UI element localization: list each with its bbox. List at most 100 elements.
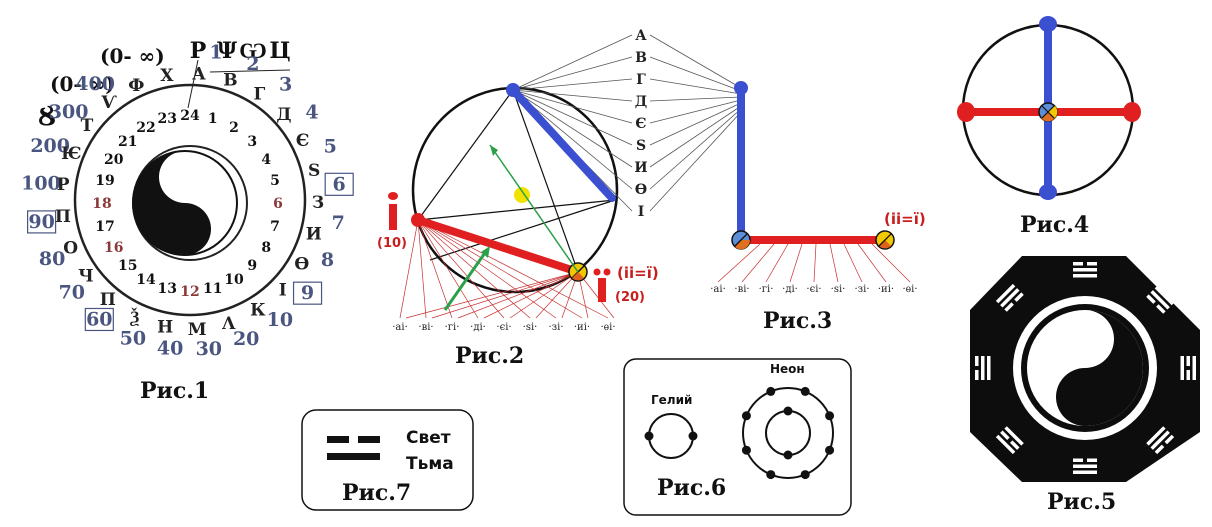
fig2-red-bar: [414, 216, 582, 276]
neon-inner-electron: [783, 406, 793, 416]
fig1-top-letter: Ц: [269, 38, 290, 64]
fig3-bottom-token: ·ві·: [734, 284, 749, 295]
fig3-bottom-tokens: ·аі··ві··гі··ді··єі··ѕі··зі··иі··ѳі·: [710, 284, 917, 295]
fig2-ray-line: [512, 89, 633, 102]
fig2-bottom-token: ·аі·: [392, 322, 408, 333]
trigram-line-segment: [1014, 292, 1024, 302]
fig1-inner-number: 18: [92, 196, 111, 212]
fig2-bottom-ray: [417, 219, 453, 319]
fig2-bottom-ray: [535, 271, 579, 319]
neon-outer-electron: [800, 386, 810, 396]
fig2-green-arrow-2: [443, 249, 489, 311]
fig1-outer-number: 40: [157, 338, 183, 360]
fig1-inner-number: 6: [273, 196, 283, 212]
fig2-bottom-ray: [417, 219, 583, 319]
fig2-right-i-mark: [593, 268, 611, 302]
trigram-line: [1004, 426, 1024, 446]
fig1-outer-number: 200: [30, 135, 70, 157]
fig2-ray-line: [512, 89, 633, 124]
fig1-outer-letter: Є: [296, 131, 310, 151]
trigram-line-segment: [1004, 302, 1014, 312]
fig1-top-letter: Ѡ: [239, 38, 267, 64]
fig7-broken-line-right: [358, 436, 380, 443]
fig1-outer-letter: Н: [157, 318, 173, 338]
fig3-bottom-ray: [789, 243, 803, 283]
neon-outer-electron: [825, 411, 835, 421]
fig4-caption: Рис.4: [1020, 212, 1089, 238]
fig4-red-node-left: [957, 102, 975, 122]
trigram-line: [981, 356, 985, 380]
fig1-inner-number: 14: [136, 272, 156, 288]
fig1-inner-number: 19: [95, 173, 114, 189]
fig1-inner-number: 9: [247, 258, 257, 274]
fig3-right-node: [875, 230, 895, 250]
trigram-icon: [995, 283, 1024, 312]
fig1-inner-number: 12: [180, 284, 199, 300]
trigram-icon: [1146, 285, 1175, 314]
trigram-icon: [1180, 356, 1196, 380]
fig2-right-label: (ii=ї): [617, 264, 659, 282]
figure-6: Гелий Неон Рис.6: [623, 358, 852, 516]
fig2-bottom-token: ·зі·: [548, 322, 563, 333]
trigram-icon: [1146, 426, 1175, 455]
fig1-outer-number: 5: [324, 136, 337, 158]
fig3-ray-line: [649, 56, 742, 92]
fig3-bottom-token: ·ѳі·: [902, 284, 917, 295]
trigram-line-segment: [975, 370, 979, 380]
fig1-inner-number: 1: [208, 111, 218, 127]
fig1-inner-number: 13: [157, 281, 176, 297]
trigram-line-segment: [1154, 444, 1165, 455]
fig1-outer-number: 6: [333, 173, 346, 195]
fig3-ray-line: [649, 108, 742, 190]
fig7-light-label: Свет: [406, 428, 451, 448]
fig1-outer-letter: Ι: [279, 280, 287, 300]
fig1-outer-number: 4: [305, 102, 318, 124]
fig3-blue-node: [734, 81, 748, 95]
trigram-line-segment: [1010, 440, 1020, 450]
trigram-line-segment: [975, 356, 979, 366]
fig1-inner-number: 20: [104, 152, 124, 168]
fig3-bottom-token: ·гі·: [759, 284, 774, 295]
fig1-outer-number: 50: [120, 328, 146, 350]
fig1-outer-letter: Т: [81, 116, 94, 136]
fig6-helium-electron: [644, 431, 654, 441]
fig2-bottom-token: ·єі·: [496, 322, 511, 333]
fig3-rays: [717, 243, 911, 283]
fig1-top-letter: Ρ: [190, 38, 207, 64]
neon-outer-electron: [741, 411, 751, 421]
fig4-red-node-right: [1123, 102, 1141, 122]
fig1-number-box: [292, 281, 323, 305]
fig3-bottom-token: ·аі·: [710, 284, 726, 295]
fig1-inner-number: 17: [95, 219, 114, 235]
fig4-center-node: [1038, 102, 1058, 122]
trigram-icon: [1073, 458, 1097, 474]
fig3-ray-line: [649, 102, 742, 146]
fig1-outer-number: 1: [209, 41, 222, 63]
trigram-line-segment: [1186, 356, 1190, 366]
fig1-infinity-2: (0- ∞): [50, 72, 115, 96]
fig1-outer-number: 80: [39, 248, 65, 270]
fig2-right-num: (20): [615, 290, 645, 305]
fig1-outer-letter: И: [306, 225, 322, 245]
fig2-blue-bar: [509, 86, 616, 202]
fig1-outer-letter: Ѥ: [61, 144, 81, 164]
fig1-inner-number: 11: [203, 281, 222, 297]
fig2-ray-line: [512, 34, 633, 91]
fig2-red-node: [411, 213, 425, 227]
fig1-top-letter: Ψ: [217, 38, 237, 64]
trigram-icon: [975, 356, 991, 380]
neon-outer-electron: [766, 470, 776, 480]
fig1-outer-letter: Х: [160, 66, 174, 86]
trigram-icon: [995, 426, 1024, 455]
fig2-bottom-ray: [431, 271, 579, 319]
fig3-ray-line: [649, 34, 742, 89]
fig2-bottom-ray: [417, 219, 427, 319]
fig6-neon-electrons: [741, 386, 835, 480]
fig1-inner-number: 4: [261, 152, 271, 168]
fig3-bottom-ray: [717, 243, 761, 283]
fig3-bottom-ray: [843, 243, 863, 283]
fig2-right-letter: Д: [635, 94, 647, 110]
figure-3: (ii=ї) ·аі··ві··гі··ді··єі··ѕі··зі··иі··…: [710, 81, 926, 334]
fig2-ray-line: [512, 56, 633, 91]
